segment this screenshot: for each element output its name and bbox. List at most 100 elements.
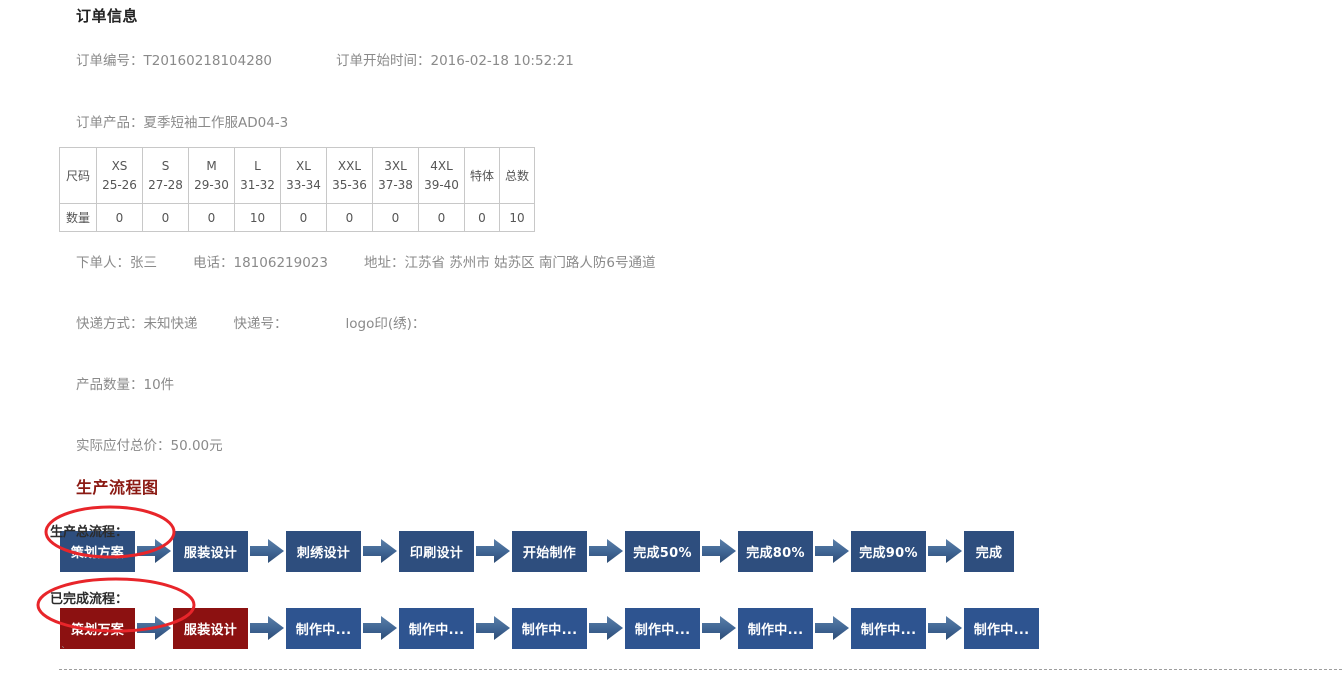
flow-arrow-icon [813,530,851,572]
qty-cell-total: 10 [499,203,535,232]
stray-mark: ` [61,646,66,657]
qty-cell-s: 0 [142,203,189,232]
flow-arrow-icon [813,607,851,649]
flow-arrow-icon [474,607,512,649]
qty-cell-m: 0 [188,203,235,232]
order-product-value: 夏季短袖工作服AD04-3 [143,115,289,131]
size-name: 4XL [430,158,453,173]
flow-arrow-icon [587,607,625,649]
flow-node-done-7[interactable]: 制作中... [738,607,813,649]
flow-node-done-2[interactable]: 服装设计 [173,607,248,649]
size-cell-total: 总数 [499,147,535,204]
size-range: 29-30 [194,177,229,192]
express-method-value: 未知快递 [143,316,198,332]
qty-cell-xl: 0 [280,203,327,232]
size-range: 25-26 [102,177,137,192]
flow-arrow-icon [926,607,964,649]
flow-node-done-4[interactable]: 制作中... [399,607,474,649]
size-cell-s: S 27-28 [142,147,189,204]
phone-label: 电话： [193,255,234,271]
flow-node-total-4[interactable]: 印刷设计 [399,530,474,572]
order-number-value: T20160218104280 [143,53,273,69]
flow-node-done-6[interactable]: 制作中... [625,607,700,649]
order-product-label: 订单产品： [76,115,144,131]
size-range: 39-40 [424,177,459,192]
express-number-label: 快递号： [233,316,288,332]
buyer-label: 下单人： [76,255,130,271]
size-range: 35-36 [332,177,367,192]
flow-arrow-icon [248,530,286,572]
size-name: 3XL [384,158,407,173]
completed-flow-row: 策划万案服装设计制作中...制作中...制作中...制作中...制作中...制作… [60,607,1039,649]
size-quantity-table: 尺码 XS 25-26 S 27-28 M 29-30 L 31-32 [59,147,535,232]
total-price-label: 实际应付总价： [76,438,171,454]
qty-cell-xs: 0 [96,203,143,232]
qty-row-label: 数量 [59,203,97,232]
size-cell-xs: XS 25-26 [96,147,143,204]
qty-cell-special: 0 [464,203,500,232]
total-flow-label: 生产总流程： [50,525,129,540]
flow-node-total-7[interactable]: 完成80% [738,530,813,572]
size-name: XS [111,158,128,173]
flow-node-done-1[interactable]: 策划万案 [60,607,135,649]
order-product-line: 订单产品：夏季短袖工作服AD04-3 [76,111,288,131]
qty-cell-3xl: 0 [372,203,419,232]
phone-value: 18106219023 [233,255,328,271]
size-name: L [254,158,261,173]
buyer-line: 下单人：张三 电话：18106219023 地址：江苏省 苏州市 姑苏区 南门路人防… [76,251,655,271]
size-row-label: 尺码 [59,147,97,204]
size-range: 37-38 [378,177,413,192]
flow-arrow-icon [135,607,173,649]
size-cell-xl: XL 33-34 [280,147,327,204]
order-start-time-label: 订单开始时间： [336,53,431,69]
product-quantity-line: 产品数量：10件 [76,373,174,393]
qty-cell-4xl: 0 [418,203,465,232]
size-cell-l: L 31-32 [234,147,281,204]
table-row-quantities: 数量 0 0 0 10 0 0 0 0 0 10 [59,203,535,232]
flow-node-total-9[interactable]: 完成 [964,530,1014,572]
flow-node-total-3[interactable]: 刺绣设计 [286,530,361,572]
flow-arrow-icon [135,530,173,572]
flow-node-total-5[interactable]: 开始制作 [512,530,587,572]
flow-arrow-icon [248,607,286,649]
flow-arrow-icon [361,530,399,572]
size-cell-3xl: 3XL 37-38 [372,147,419,204]
flow-node-done-9[interactable]: 制作中... [964,607,1039,649]
product-quantity-value: 10件 [143,377,175,393]
address-label: 地址： [363,255,405,271]
page-title: 订单信息 [76,7,139,25]
flow-arrow-icon [587,530,625,572]
size-range: 33-34 [286,177,321,192]
express-method-label: 快递方式： [76,316,144,332]
total-flow-row: 策划方案服装设计刺绣设计印刷设计开始制作完成50%完成80%完成90%完成 [60,530,1014,572]
completed-flow-label: 已完成流程： [50,592,129,607]
flow-node-done-3[interactable]: 制作中... [286,607,361,649]
total-price-value: 50.00元 [170,438,223,454]
product-quantity-label: 产品数量： [76,377,144,393]
flow-arrow-icon [926,530,964,572]
buyer-value: 张三 [130,255,157,271]
qty-cell-l: 10 [234,203,281,232]
order-start-time-value: 2016-02-18 10:52:21 [430,53,574,69]
flow-node-total-6[interactable]: 完成50% [625,530,700,572]
logo-print-label: logo印(绣)： [345,316,426,332]
size-name: XL [296,158,311,173]
size-name: M [206,158,217,173]
express-line: 快递方式：未知快递 快递号： logo印(绣)： [76,312,425,332]
flow-node-total-8[interactable]: 完成90% [851,530,926,572]
flow-arrow-icon [474,530,512,572]
section-divider [59,669,1342,670]
address-value: 江苏省 苏州市 姑苏区 南门路人防6号通道 [404,255,656,271]
size-range: 27-28 [148,177,183,192]
flow-node-done-8[interactable]: 制作中... [851,607,926,649]
size-range: 31-32 [240,177,275,192]
flow-node-total-2[interactable]: 服装设计 [173,530,248,572]
size-cell-4xl: 4XL 39-40 [418,147,465,204]
qty-cell-xxl: 0 [326,203,373,232]
size-cell-special: 特体 [464,147,500,204]
order-number-label: 订单编号： [76,53,144,69]
size-cell-xxl: XXL 35-36 [326,147,373,204]
flow-node-done-5[interactable]: 制作中... [512,607,587,649]
size-name: XXL [337,158,362,173]
